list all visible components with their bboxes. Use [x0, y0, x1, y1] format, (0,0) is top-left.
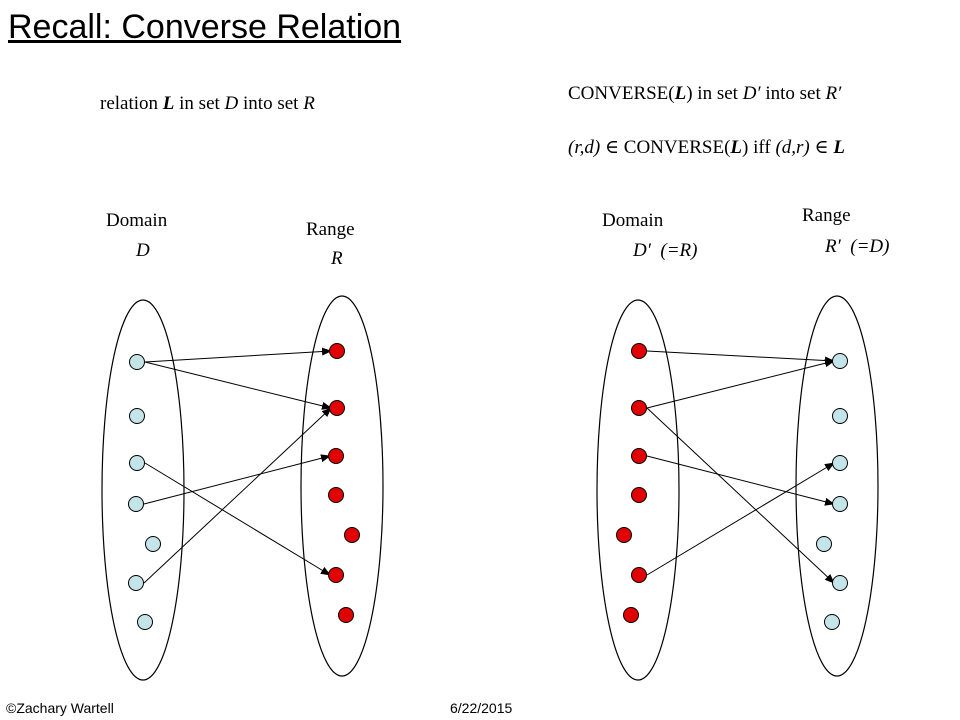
right-domain-label: Domain	[602, 210, 664, 231]
left-relation-arrow-2	[144, 361, 332, 410]
relation-mid: in set	[174, 93, 225, 114]
iff-converse: CONVERSE(	[619, 137, 731, 158]
left-relation-arrow-5	[143, 407, 332, 584]
right-domain-element-7	[623, 607, 639, 623]
right-range-element-7	[824, 614, 840, 630]
left-range-element-7	[338, 607, 354, 623]
right-domain-symbol: D′	[633, 240, 651, 261]
dot-group	[128, 343, 848, 630]
left-relation-arrow-4	[144, 462, 331, 576]
left-range-symbol: R	[331, 248, 343, 269]
iff-symbol: L	[730, 137, 743, 158]
right-range-element-5	[816, 536, 832, 552]
right-converse-arrow-1	[646, 350, 835, 365]
left-range-element-2	[329, 400, 345, 416]
left-domain-element-6	[128, 575, 144, 591]
left-domain-symbol: D	[136, 240, 150, 261]
left-domain-element-5	[145, 536, 161, 552]
right-domain-symbol-row: D′ (=R)	[633, 241, 697, 260]
relation-statement: relation L in set D into set R	[100, 94, 315, 113]
left-domain-element-2	[129, 408, 145, 424]
right-range-note: (=D)	[850, 236, 890, 257]
footer-date: 6/22/2015	[450, 700, 513, 716]
right-converse-arrow-4	[646, 407, 835, 584]
element-of-symbol: ∈	[604, 137, 620, 158]
right-converse-arrow-3	[646, 455, 835, 506]
right-domain-element-1	[631, 343, 647, 359]
right-converse-arrow-5	[646, 462, 835, 576]
left-range-element-4	[328, 487, 344, 503]
element-of-symbol-2: ∈	[814, 137, 829, 158]
right-domain-note: (=R)	[660, 240, 698, 261]
iff-pair: (r,d)	[568, 137, 601, 158]
footer-copyright: ©Zachary Wartell	[6, 700, 114, 716]
iff-statement: (r,d) ∈ CONVERSE(L) iff (d,r) ∈ L	[568, 138, 845, 157]
left-domain-set	[101, 299, 185, 681]
right-range-symbol: R′	[825, 236, 841, 257]
converse-symbol: L	[674, 83, 687, 104]
converse-statement: CONVERSE(L) in set D′ into set R′	[568, 84, 841, 103]
right-domain-element-6	[631, 567, 647, 583]
right-range-element-6	[832, 575, 848, 591]
converse-mid: ) in set	[686, 83, 743, 104]
converse-into: into set	[760, 83, 826, 104]
relation-domain: D	[224, 93, 239, 114]
relation-symbol: L	[162, 93, 175, 114]
left-range-element-5	[344, 527, 360, 543]
right-domain-element-3	[631, 448, 647, 464]
left-range-element-1	[329, 343, 345, 359]
right-range-symbol-row: R′ (=D)	[825, 237, 889, 256]
left-domain-element-1	[129, 354, 145, 370]
relation-prefix: relation	[100, 93, 163, 114]
arrow-group	[143, 347, 835, 584]
left-domain-label: Domain	[106, 210, 168, 231]
left-domain-element-3	[129, 455, 145, 471]
right-converse-arrow-2	[646, 359, 835, 409]
iff-close: ) iff	[742, 137, 776, 158]
left-range-set	[300, 295, 384, 677]
left-range-element-3	[328, 448, 344, 464]
left-domain-element-7	[137, 614, 153, 630]
right-range-element-2	[832, 408, 848, 424]
iff-pair2: (d,r)	[775, 137, 810, 158]
right-domain-element-2	[631, 400, 647, 416]
converse-range: R′	[825, 83, 842, 104]
right-domain-set	[596, 299, 680, 681]
left-relation-arrow-1	[144, 347, 332, 363]
left-range-label: Range	[306, 219, 355, 240]
iff-symbol-2: L	[833, 137, 845, 158]
relation-into: into set	[238, 93, 304, 114]
right-domain-element-5	[616, 527, 632, 543]
left-range-element-6	[328, 567, 344, 583]
right-range-element-3	[832, 455, 848, 471]
left-domain-element-4	[128, 496, 144, 512]
converse-prefix: CONVERSE(	[568, 83, 675, 104]
right-domain-element-4	[631, 487, 647, 503]
converse-domain: D′	[742, 83, 761, 104]
relation-range: R	[303, 93, 315, 114]
right-range-label: Range	[802, 205, 851, 226]
page-title: Recall: Converse Relation	[8, 8, 402, 46]
right-range-element-1	[832, 353, 848, 369]
right-range-element-4	[832, 496, 848, 512]
left-relation-arrow-3	[143, 454, 331, 505]
